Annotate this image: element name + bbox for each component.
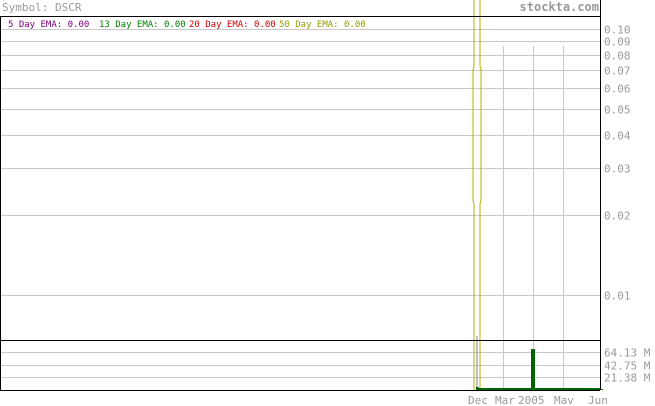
price-axis: 0.100.090.08 0.07 0.06 0.05 0.04 0.03 0.02 0.01 (604, 24, 631, 303)
month-label: Mar (495, 394, 515, 406)
symbol-label: Symbol: DSCR (2, 1, 82, 14)
volume-bar (600, 389, 603, 390)
volume-tick-label: 21.38 M (604, 372, 651, 385)
ema-legend: 5 Day EMA: 0.00 13 Day EMA: 0.00 20 Day … (8, 20, 366, 30)
chart-frame (0, 0, 601, 391)
price-tick-label: 0.04 (604, 130, 631, 143)
price-line-right (479, 0, 482, 390)
month-label: Mav (554, 394, 574, 406)
month-label: Dec (468, 394, 488, 406)
legend-ema-5: 5 Day EMA: 0.00 (8, 20, 89, 30)
month-label: 2005 (518, 394, 545, 406)
grid-lines (0, 29, 600, 390)
volume-bar (531, 349, 535, 390)
month-label: Jun (588, 394, 608, 406)
legend-ema-13: 13 Day EMA: 0.00 (99, 20, 186, 30)
legend-ema-5-label: 5 Day EMA: (8, 20, 62, 30)
price-tick-label: 0.06 (604, 83, 631, 96)
volume-axis: 64.13 M42.75 M21.38 M (604, 347, 651, 385)
volume-tick-label: 64.13 M (604, 347, 651, 360)
price-tick-label: 0.10 (604, 24, 631, 37)
legend-ema-50-value: 0.00 (344, 20, 366, 30)
legend-ema-50-label: 50 Day EMA: (279, 20, 339, 30)
volume-series (476, 349, 603, 390)
price-tick-label: 0.01 (604, 290, 631, 303)
price-tick-label: 0.08 (604, 50, 631, 63)
price-tick-label: 0.09 (604, 36, 631, 49)
price-series (472, 0, 482, 390)
legend-ema-20-label: 20 Day EMA: (189, 20, 249, 30)
price-tick-label: 0.05 (604, 104, 631, 117)
legend-ema-5-value: 0.00 (68, 20, 90, 30)
price-tick-label: 0.02 (604, 210, 631, 223)
price-tick-label: 0.07 (604, 65, 631, 78)
legend-ema-20-value: 0.00 (254, 20, 276, 30)
site-name: stockta.com (520, 0, 599, 14)
legend-ema-13-value: 0.00 (164, 20, 186, 30)
legend-ema-50: 50 Day EMA: 0.00 (279, 20, 366, 30)
price-line-left (472, 0, 475, 390)
legend-ema-20: 20 Day EMA: 0.00 (189, 20, 276, 30)
legend-ema-13-label: 13 Day EMA: (99, 20, 159, 30)
price-tick-label: 0.03 (604, 163, 631, 176)
volume-tick-label: 42.75 M (604, 360, 651, 373)
